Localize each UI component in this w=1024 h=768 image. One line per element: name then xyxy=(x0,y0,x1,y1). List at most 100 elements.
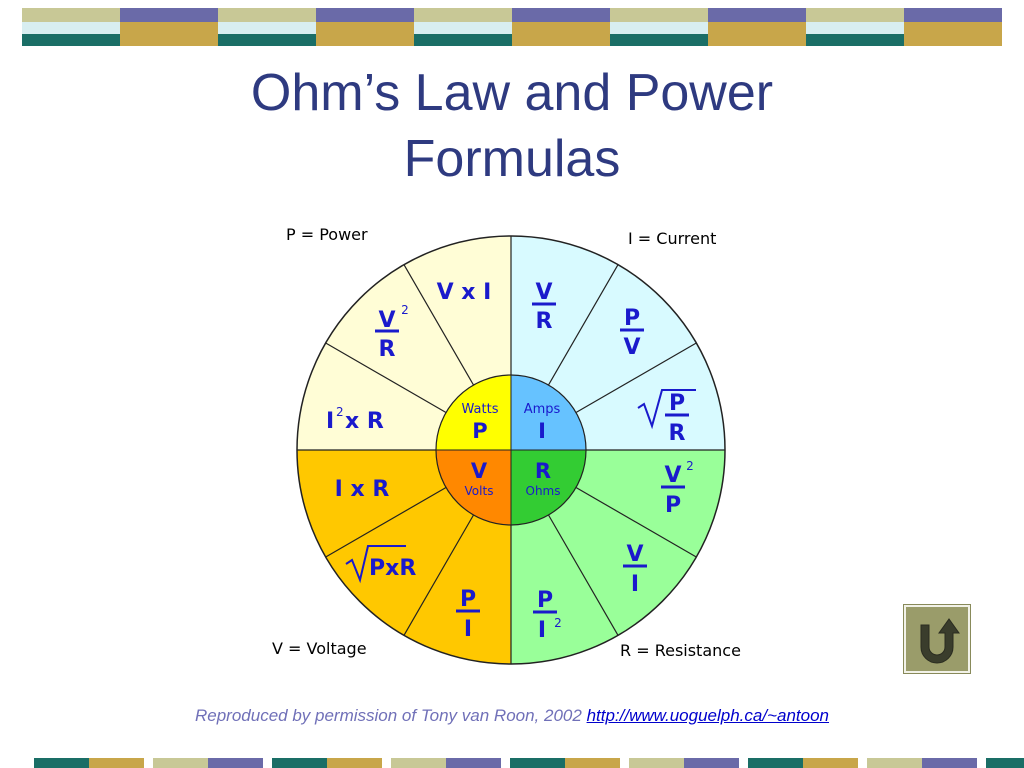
hub-i-symbol: I xyxy=(538,419,546,443)
banner-tile xyxy=(610,34,708,46)
svg-text:I: I xyxy=(538,618,546,643)
resistance-quadrant xyxy=(511,450,725,664)
banner-tile xyxy=(272,758,327,768)
power-quadrant xyxy=(297,236,511,450)
hub-voltage xyxy=(436,450,511,525)
hub-current xyxy=(511,375,586,450)
svg-text:I: I xyxy=(326,409,334,434)
formula-v-over-i: V I xyxy=(623,542,647,597)
banner-tile xyxy=(565,758,620,768)
attribution-caption: Reproduced by permission of Tony van Roo… xyxy=(0,706,1024,726)
banner-tile xyxy=(120,8,218,22)
banner-tile xyxy=(22,34,120,46)
banner-tile xyxy=(414,22,512,34)
hub-watts-label: Watts xyxy=(462,402,499,417)
banner-tile xyxy=(218,22,316,34)
banner-tile xyxy=(629,758,684,768)
hub-v-symbol: V xyxy=(471,459,488,483)
banner-tile xyxy=(867,758,922,768)
hub-ohms-label: Ohms xyxy=(526,484,561,498)
banner-tile xyxy=(512,22,610,46)
banner-tile xyxy=(89,758,144,768)
banner-tile xyxy=(120,22,218,46)
svg-text:P: P xyxy=(669,391,685,416)
banner-tile xyxy=(922,758,977,768)
svg-text:V: V xyxy=(535,280,552,305)
formula-sqrt-p-over-r: P R xyxy=(637,389,696,446)
attribution-link[interactable]: http://www.uoguelph.ca/~antoon xyxy=(586,706,829,725)
top-decorative-banner xyxy=(22,8,1002,46)
svg-text:V: V xyxy=(378,308,395,333)
formula-sqrt-p-times-r: PxR xyxy=(345,545,416,584)
ohms-law-wheel: Watts P Amps I V Volts R Ohms P = Power … xyxy=(272,225,741,665)
banner-tile xyxy=(22,22,120,34)
hub-resistance xyxy=(511,450,586,525)
voltage-definition-label: V = Voltage xyxy=(272,639,367,658)
formula-v-squared-over-r: V 2 R xyxy=(375,303,409,362)
u-turn-arrow-icon xyxy=(920,618,960,664)
wheel-spokes xyxy=(297,236,725,664)
formula-v-over-r: V R xyxy=(532,280,556,334)
svg-text:2: 2 xyxy=(686,459,694,473)
slide-title: Ohm’s Law and Power Formulas xyxy=(0,60,1024,192)
hub-amps-label: Amps xyxy=(524,402,561,417)
formula-p-over-i-squared: P I 2 xyxy=(533,588,562,643)
hub-r-symbol: R xyxy=(535,459,551,483)
power-definition-label: P = Power xyxy=(286,225,368,244)
hub-p-symbol: P xyxy=(472,419,487,443)
formula-p-over-i: P I xyxy=(456,587,480,642)
banner-tile xyxy=(904,8,1002,22)
banner-tile xyxy=(153,758,208,768)
back-button[interactable] xyxy=(904,605,970,673)
banner-tile xyxy=(708,22,806,46)
banner-tile xyxy=(414,34,512,46)
svg-text:2: 2 xyxy=(401,303,409,317)
svg-text:I: I xyxy=(631,572,639,597)
banner-tile xyxy=(904,22,1002,46)
banner-tile xyxy=(610,22,708,34)
svg-text:R: R xyxy=(669,421,686,446)
formula-i-squared-times-r: I 2 x R xyxy=(326,405,384,434)
svg-text:V: V xyxy=(664,463,681,488)
banner-tile xyxy=(512,8,610,22)
svg-text:P: P xyxy=(665,493,681,518)
svg-text:V: V xyxy=(626,542,643,567)
formula-p-over-v: P V xyxy=(620,306,644,360)
svg-text:x R: x R xyxy=(345,409,384,434)
banner-tile xyxy=(391,758,446,768)
banner-tile xyxy=(510,758,565,768)
bottom-decorative-banner xyxy=(34,758,1024,768)
banner-tile xyxy=(316,8,414,22)
svg-text:R: R xyxy=(379,337,396,362)
svg-text:I: I xyxy=(464,617,472,642)
formula-v-squared-over-p: V 2 P xyxy=(661,459,694,518)
hub-power xyxy=(436,375,511,450)
resistance-definition-label: R = Resistance xyxy=(620,641,741,660)
banner-tile xyxy=(684,758,739,768)
svg-text:2: 2 xyxy=(554,616,562,630)
banner-tile xyxy=(806,22,904,34)
svg-text:R: R xyxy=(536,309,553,334)
banner-tile xyxy=(748,758,803,768)
formula-i-times-r: I x R xyxy=(335,477,390,502)
svg-text:P: P xyxy=(537,588,553,613)
svg-text:P: P xyxy=(624,306,640,331)
banner-tile xyxy=(208,758,263,768)
current-quadrant xyxy=(511,236,725,450)
banner-tile xyxy=(327,758,382,768)
slide-title-line-2: Formulas xyxy=(403,130,621,188)
banner-tile xyxy=(708,8,806,22)
slide-title-line-1: Ohm’s Law and Power xyxy=(250,64,774,122)
banner-tile xyxy=(806,34,904,46)
svg-text:P: P xyxy=(460,587,476,612)
banner-tile xyxy=(218,34,316,46)
banner-tile xyxy=(316,22,414,46)
attribution-text: Reproduced by permission of Tony van Roo… xyxy=(194,706,582,725)
banner-tile xyxy=(34,758,89,768)
svg-text:2: 2 xyxy=(336,405,344,419)
banner-tile xyxy=(803,758,858,768)
current-definition-label: I = Current xyxy=(628,229,716,248)
formula-v-times-i: V x I xyxy=(437,280,492,305)
hub-volts-label: Volts xyxy=(465,484,494,498)
svg-text:V: V xyxy=(623,335,640,360)
